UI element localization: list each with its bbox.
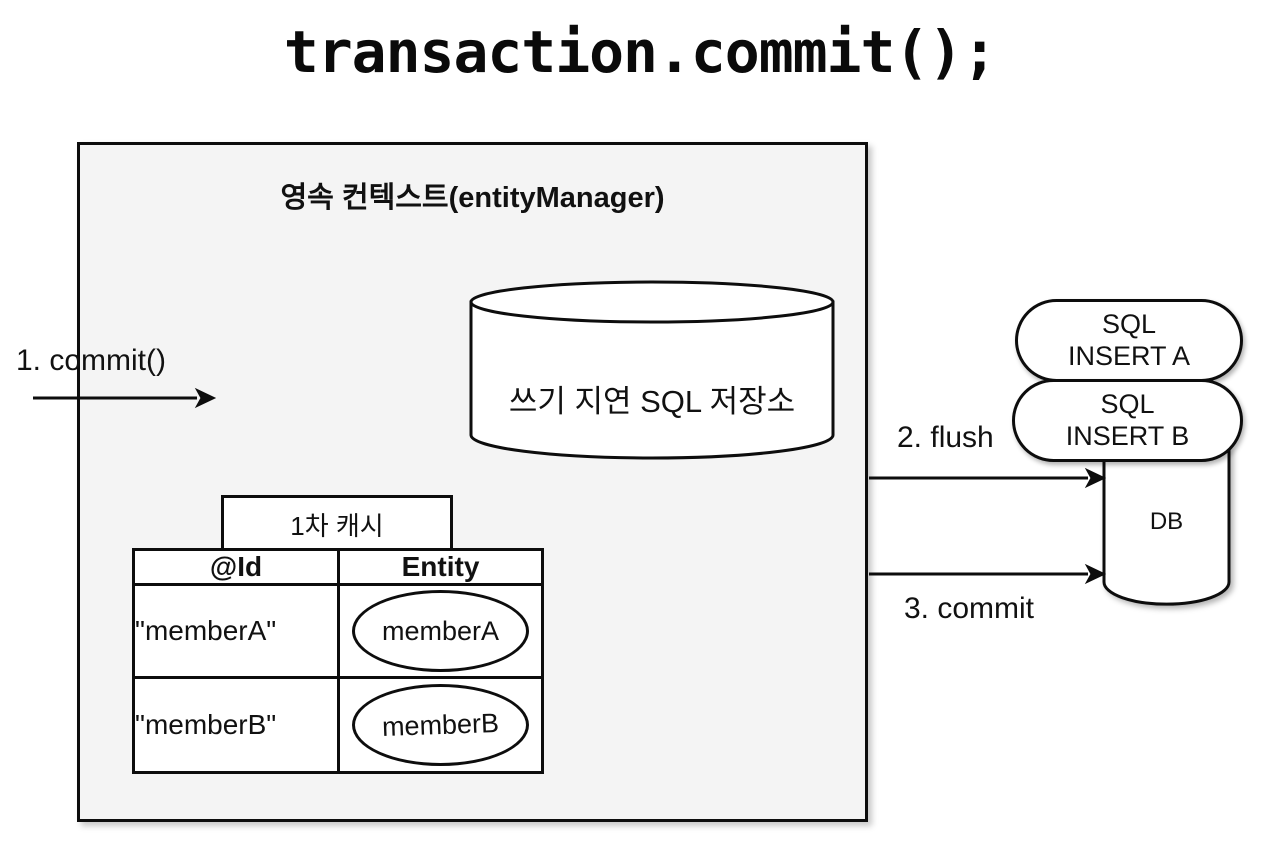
sql-insert-b-line1: SQL [1100, 388, 1155, 419]
cache-row-entity-cell: memberB [337, 676, 544, 774]
cache-row-entity-cell: memberA [337, 583, 544, 679]
sql-insert-a-line2: INSERT A [1067, 340, 1191, 371]
sql-insert-b-line2: INSERT B [1065, 420, 1190, 451]
cache-row-id: "memberA" [132, 583, 340, 679]
cache-table-header-row: @Id Entity [132, 548, 544, 586]
persistence-context-title: 영속 컨텍스트(entityManager) [280, 182, 665, 214]
db-commit-arrow-label: 3. commit [904, 592, 1035, 625]
cache-table-row: "memberA" memberA [132, 583, 544, 679]
flush-arrow [869, 467, 1107, 489]
commit-arrow-label: 1. commit() [16, 344, 166, 377]
db-label: DB [1149, 508, 1184, 535]
cache-row-id: "memberB" [132, 676, 340, 774]
page-title: transaction.commit(); [283, 18, 997, 86]
first-level-cache-label: 1차 캐시 [290, 511, 384, 541]
sql-insert-a-pill: SQL INSERT A [1015, 299, 1243, 382]
db-cylinder [1102, 447, 1231, 606]
sql-store-cylinder [469, 280, 835, 460]
sql-insert-b-pill: SQL INSERT B [1012, 379, 1243, 462]
cache-table: @Id Entity "memberA" memberA "memberB" m… [132, 548, 544, 774]
sql-store-label: 쓰기 지연 SQL 저장소 [508, 384, 796, 419]
cache-table-header-entity: Entity [337, 548, 544, 586]
cache-table-header-id: @Id [132, 548, 340, 586]
entity-ellipse: memberB [352, 684, 529, 766]
cache-table-row: "memberB" memberB [132, 676, 544, 774]
entity-label: memberA [381, 615, 500, 646]
entity-label: memberB [381, 707, 500, 742]
flush-arrow-label: 2. flush [897, 421, 994, 454]
sql-insert-a-line1: SQL [1101, 308, 1157, 339]
db-commit-arrow [869, 563, 1107, 585]
entity-ellipse: memberA [352, 590, 529, 672]
first-level-cache-box: 1차 캐시 [221, 495, 453, 554]
